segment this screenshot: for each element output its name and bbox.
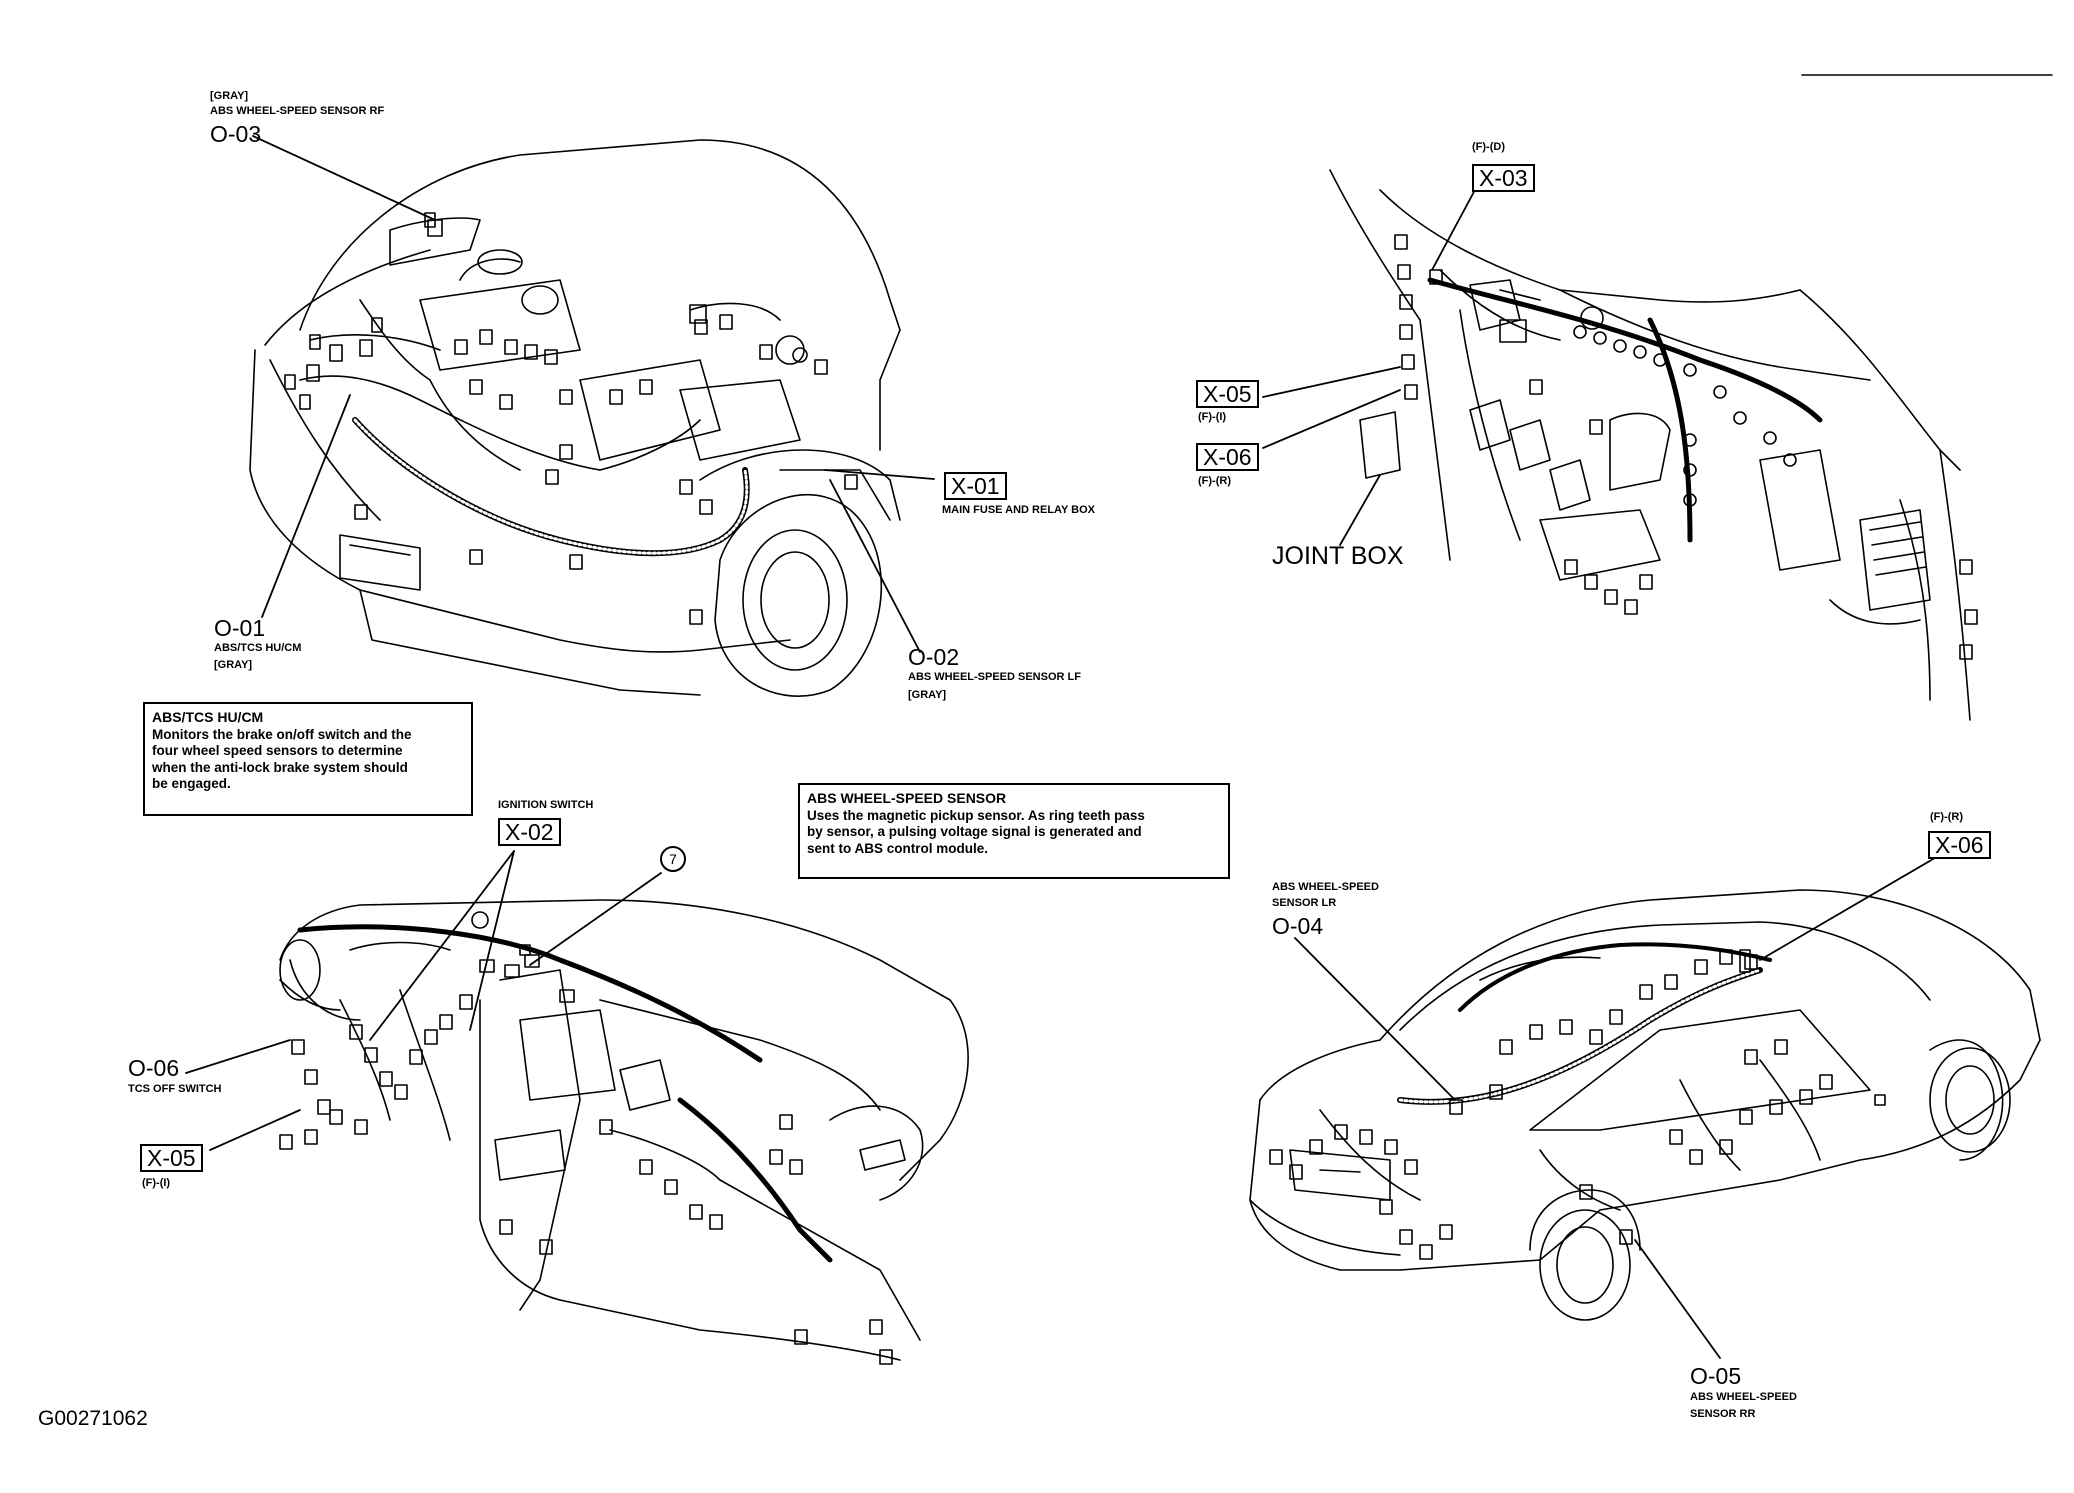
x05-top-code: X-05: [1196, 380, 1259, 408]
x05-bottom-code: X-05: [140, 1144, 203, 1172]
x06-top-code: X-06: [1196, 443, 1259, 471]
joint-box-label: JOINT BOX: [1272, 542, 1404, 570]
o05-name-line1: ABS WHEEL-SPEED: [1690, 1391, 1797, 1403]
x03-code: X-03: [1472, 164, 1535, 192]
engine-bay-illustration: [249, 139, 901, 697]
x02-name: IGNITION SWITCH: [498, 799, 594, 811]
o03-name: ABS WHEEL-SPEED SENSOR RF: [210, 105, 385, 117]
info-box-hucm-body: Monitors the brake on/off switch and the…: [152, 727, 412, 792]
o04-name-line2: SENSOR LR: [1272, 897, 1337, 909]
o01-name: ABS/TCS HU/CM: [214, 642, 302, 654]
x05-bottom-pos: (F)-(I): [142, 1177, 171, 1189]
o01-code: O-01: [214, 615, 266, 641]
o04-code: O-04: [1272, 913, 1324, 939]
x05-top-pos: (F)-(I): [1198, 411, 1227, 423]
rear-car-illustration: [1249, 889, 2041, 1321]
x01-code: X-01: [944, 472, 1007, 500]
o05-code: O-05: [1690, 1363, 1742, 1389]
circle-7-marker: 7: [660, 846, 686, 872]
o06-code: O-06: [128, 1055, 180, 1081]
x02-code: X-02: [498, 818, 561, 846]
o01-color: [GRAY]: [214, 659, 253, 671]
dash-harness-illustration: [279, 899, 969, 1365]
o04-name-line1: ABS WHEEL-SPEED: [1272, 881, 1379, 893]
o05-name-line2: SENSOR RR: [1690, 1408, 1756, 1420]
instrument-panel-illustration: [1329, 169, 1978, 721]
leader-lines: [185, 135, 1941, 1359]
info-box-hucm-title: ABS/TCS HU/CM: [152, 709, 264, 725]
info-box-sensor-body: Uses the magnetic pickup sensor. As ring…: [807, 808, 1145, 856]
o02-color: [GRAY]: [908, 689, 947, 701]
x01-name: MAIN FUSE AND RELAY BOX: [942, 504, 1096, 516]
o06-name: TCS OFF SWITCH: [128, 1083, 222, 1095]
info-box-hucm: ABS/TCS HU/CM Monitors the brake on/off …: [143, 702, 473, 816]
figure-id: G00271062: [38, 1407, 148, 1430]
o02-code: O-02: [908, 644, 960, 670]
x06-top-pos: (F)-(R): [1198, 475, 1231, 487]
info-box-sensor-title: ABS WHEEL-SPEED SENSOR: [807, 790, 1007, 806]
o02-name: ABS WHEEL-SPEED SENSOR LF: [908, 671, 1081, 683]
o03-code: O-03: [210, 121, 262, 147]
x06-bottom-pos: (F)-(R): [1930, 811, 1963, 823]
o03-color: [GRAY]: [210, 90, 249, 102]
info-box-sensor: ABS WHEEL-SPEED SENSOR Uses the magnetic…: [798, 783, 1230, 879]
x03-pos: (F)-(D): [1472, 141, 1505, 153]
x06-bottom-code: X-06: [1928, 831, 1991, 859]
